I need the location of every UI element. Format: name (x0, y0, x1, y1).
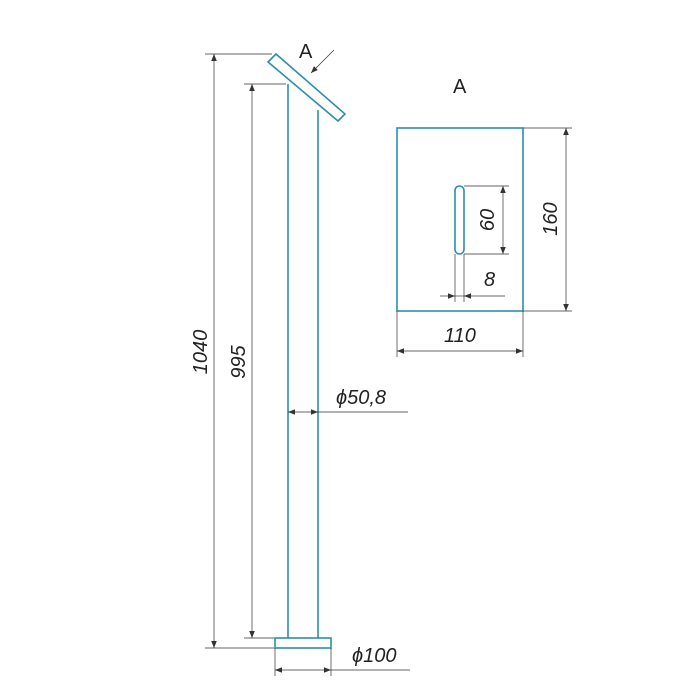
view-a-title: A (453, 76, 467, 98)
view-marker-label: A (299, 41, 313, 63)
post-height-label: 995 (228, 344, 250, 378)
plate-view-a: A (396, 76, 524, 312)
view-arrow-a: A (299, 41, 335, 74)
base-diameter-label: ϕ100 (352, 645, 397, 667)
dim-slot-length: 60 (464, 185, 509, 255)
plate-width-label: 110 (444, 325, 476, 347)
top-plate (266, 52, 347, 123)
base-flange (274, 637, 332, 649)
dim-post-height: 995 (228, 83, 286, 639)
plate-outline (396, 127, 524, 312)
dim-plate-height: 160 (523, 127, 572, 312)
plate-height-label: 160 (540, 202, 562, 235)
dim-total-height: 1040 (190, 53, 274, 649)
total-height-label: 1040 (190, 330, 212, 375)
dim-base-diameter: ϕ100 (274, 645, 410, 676)
slot-length-label: 60 (477, 209, 499, 231)
post-side-view (266, 52, 347, 649)
dim-slot-width: 8 (440, 254, 505, 302)
slot (454, 185, 465, 255)
dim-tube-diameter: ϕ50,8 (288, 387, 408, 415)
dim-plate-width: 110 (396, 311, 524, 357)
slot-width-label: 8 (484, 269, 495, 291)
tube-diameter-label: ϕ50,8 (336, 387, 386, 409)
